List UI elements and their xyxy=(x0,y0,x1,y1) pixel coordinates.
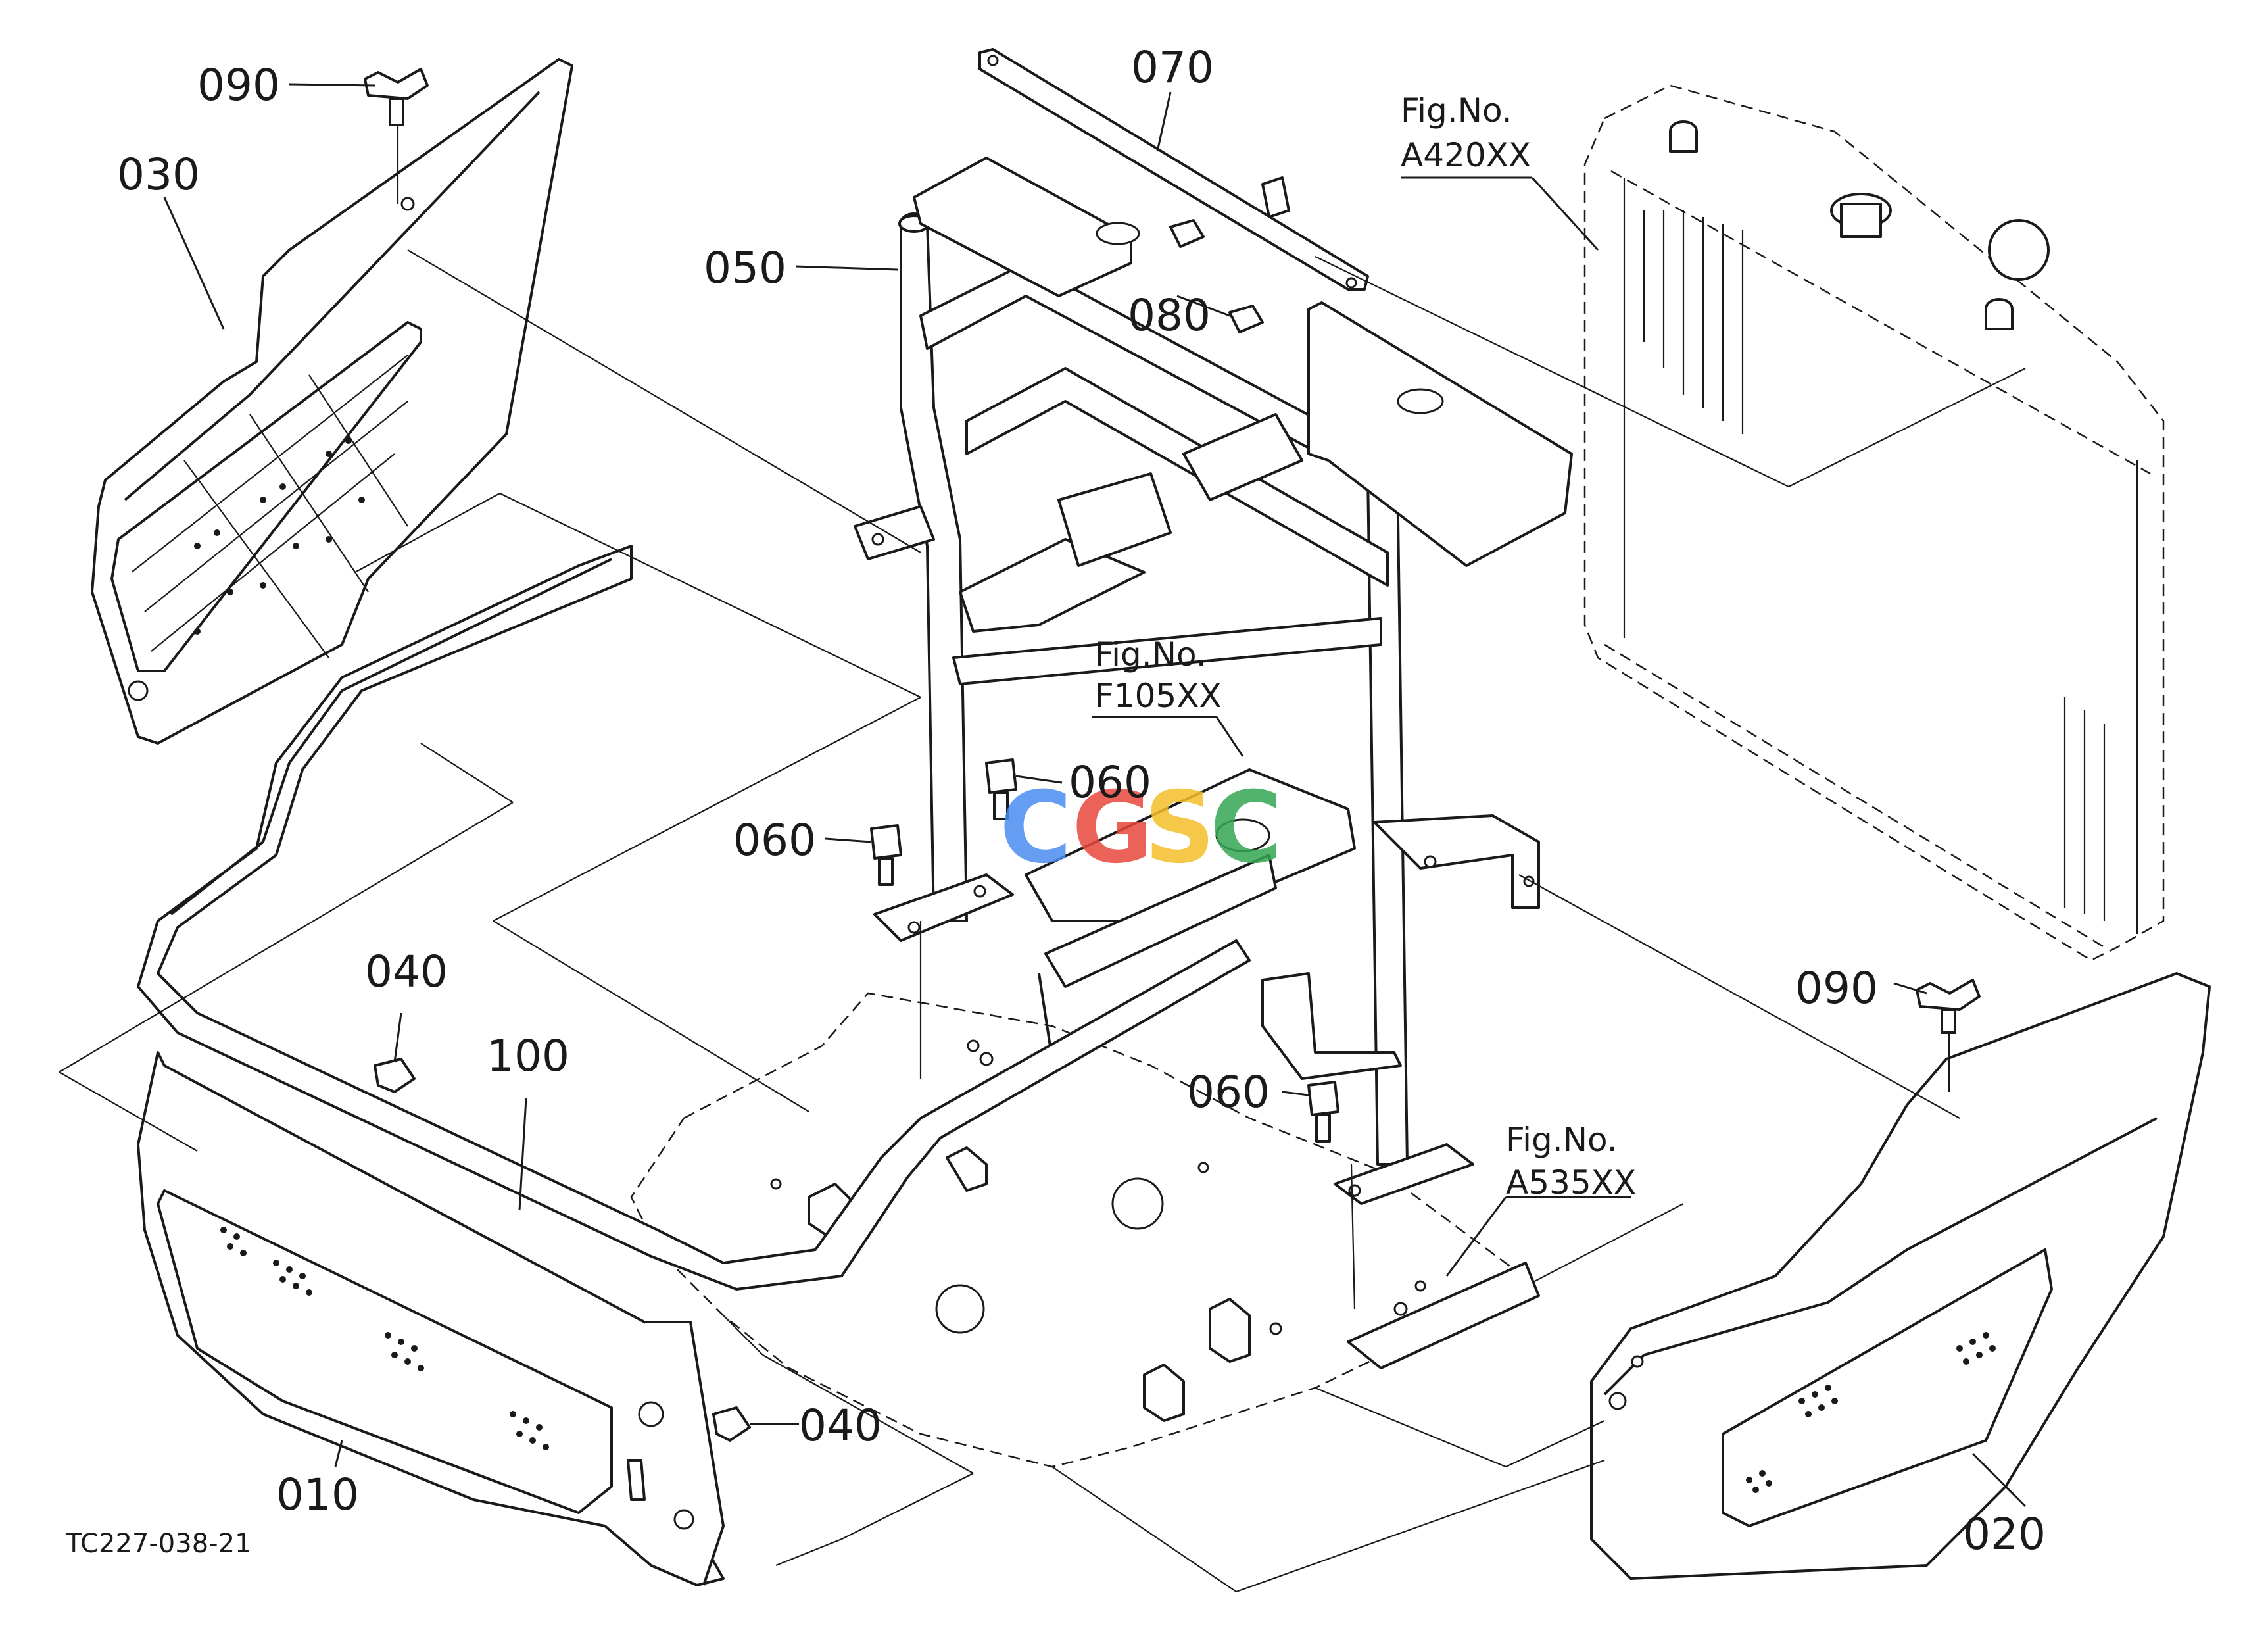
callout-040-bottom: 040 xyxy=(799,1400,882,1451)
watermark-letter-c2: C xyxy=(1210,771,1282,885)
callout-100: 100 xyxy=(487,1031,569,1081)
bolt-040 xyxy=(374,1058,751,1442)
callout-010: 010 xyxy=(276,1469,359,1520)
watermark-logo: C G S C xyxy=(1000,771,1282,885)
side-cover-perforations xyxy=(1746,1332,1996,1493)
leader-lines xyxy=(59,83,2027,1593)
callout-060-left: 060 xyxy=(733,815,816,866)
fig-ref-a420-code: A420XX xyxy=(1401,136,1531,174)
fig-ref-a535-code: A535XX xyxy=(1506,1164,1636,1202)
frame-050 xyxy=(854,157,1573,1205)
bolt-060 xyxy=(870,758,1339,1143)
watermark-letter-c1: C xyxy=(1000,771,1072,885)
bar-070 xyxy=(978,48,1369,291)
figure-refs: Fig.No. A420XX Fig.No. F105XX Fig.No. A5… xyxy=(1095,91,1636,1202)
callout-labels: 090 030 070 050 080 060 060 060 040 100 … xyxy=(117,42,2046,1560)
watermark-letter-s: S xyxy=(1144,771,1215,885)
radiator-core-lines xyxy=(1643,210,2106,921)
fig-ref-a420-label: Fig.No. xyxy=(1401,91,1512,130)
callout-050: 050 xyxy=(704,243,786,293)
fig-ref-f105-code: F105XX xyxy=(1095,677,1222,715)
fig-ref-f105-label: Fig.No. xyxy=(1095,635,1207,674)
front-grille-perforations xyxy=(220,1227,549,1450)
callout-090-top: 090 xyxy=(197,60,280,111)
wing-bolt-090a xyxy=(364,68,429,126)
callout-080: 080 xyxy=(1128,290,1211,341)
wing-bolt-090b xyxy=(1916,979,1981,1034)
diagram-code: TC227-038-21 xyxy=(65,1529,251,1559)
bumper-100 xyxy=(137,545,1251,1291)
watermark-letter-g: G xyxy=(1072,771,1153,885)
callout-040-top: 040 xyxy=(365,946,448,997)
callout-060-right: 060 xyxy=(1187,1067,1270,1118)
callout-090-right: 090 xyxy=(1795,963,1878,1014)
side-cover-020 xyxy=(1590,972,2211,1580)
callout-030: 030 xyxy=(117,149,200,200)
callout-070: 070 xyxy=(1131,42,1214,93)
side-cover-grille xyxy=(131,355,408,658)
fig-ref-a535-label: Fig.No. xyxy=(1506,1121,1618,1159)
floor-plate xyxy=(630,992,1540,1468)
radiator xyxy=(1583,84,2165,962)
side-cover-030 xyxy=(91,58,573,745)
bolt-080 xyxy=(1169,219,1264,333)
callout-060-mid: 060 xyxy=(1069,757,1151,808)
callout-020: 020 xyxy=(1963,1509,2046,1560)
front-grille-010 xyxy=(137,1051,725,1586)
